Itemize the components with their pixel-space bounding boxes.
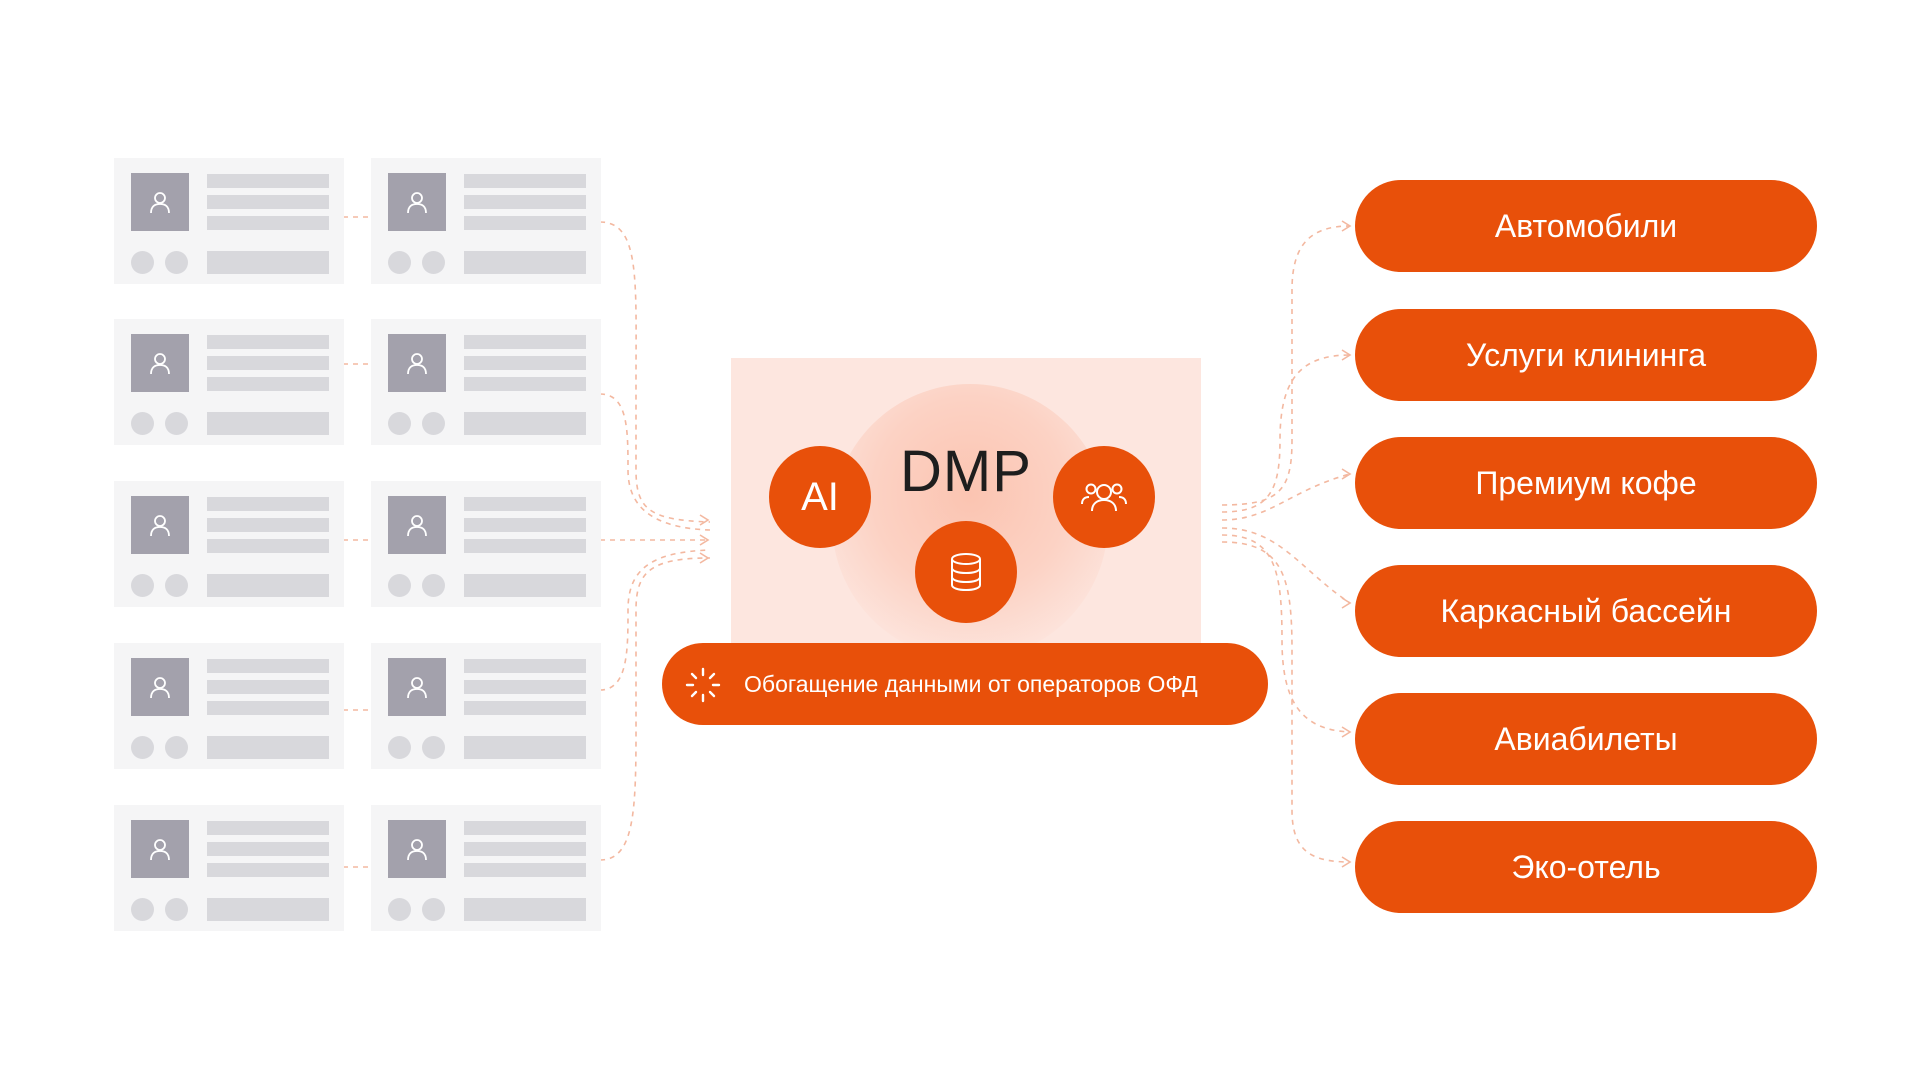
- placeholder-dot: [388, 574, 411, 597]
- user-icon: [131, 496, 189, 554]
- profile-card: [371, 643, 601, 769]
- placeholder-line: [464, 518, 586, 532]
- dmp-hub: DMP AI: [731, 358, 1201, 643]
- placeholder-line: [207, 335, 329, 349]
- placeholder-dot: [131, 251, 154, 274]
- placeholder-line: [464, 497, 586, 511]
- user-icon: [388, 820, 446, 878]
- placeholder-bar: [207, 412, 329, 435]
- profile-card: [114, 643, 344, 769]
- placeholder-line: [464, 842, 586, 856]
- placeholder-bar: [207, 574, 329, 597]
- placeholder-dot: [422, 574, 445, 597]
- placeholder-line: [207, 701, 329, 715]
- placeholder-dot: [131, 412, 154, 435]
- profile-card: [371, 319, 601, 445]
- placeholder-dot: [165, 898, 188, 921]
- placeholder-dot: [165, 251, 188, 274]
- placeholder-dot: [422, 412, 445, 435]
- placeholder-bar: [464, 898, 586, 921]
- placeholder-line: [464, 216, 586, 230]
- profile-card: [114, 481, 344, 607]
- user-icon: [131, 334, 189, 392]
- segment-pill: Каркасный бассейн: [1355, 565, 1817, 657]
- placeholder-line: [464, 821, 586, 835]
- profile-card: [371, 481, 601, 607]
- ai-label: AI: [801, 474, 839, 519]
- placeholder-bar: [207, 251, 329, 274]
- profile-card: [371, 805, 601, 931]
- placeholder-dot: [131, 736, 154, 759]
- user-icon: [388, 658, 446, 716]
- profile-card: [114, 158, 344, 284]
- placeholder-dot: [131, 898, 154, 921]
- segment-pill: Услуги клининга: [1355, 309, 1817, 401]
- placeholder-dot: [388, 736, 411, 759]
- profile-card: [114, 319, 344, 445]
- placeholder-dot: [422, 736, 445, 759]
- placeholder-dot: [388, 898, 411, 921]
- placeholder-bar: [207, 898, 329, 921]
- placeholder-line: [464, 174, 586, 188]
- enrichment-banner: Обогащение данными от операторов ОФД: [662, 643, 1268, 725]
- placeholder-line: [207, 518, 329, 532]
- placeholder-line: [207, 680, 329, 694]
- hub-title: DMP: [900, 439, 1032, 504]
- placeholder-line: [464, 659, 586, 673]
- placeholder-bar: [464, 412, 586, 435]
- placeholder-dot: [388, 412, 411, 435]
- placeholder-line: [207, 356, 329, 370]
- placeholder-line: [207, 195, 329, 209]
- user-icon: [388, 173, 446, 231]
- placeholder-bar: [207, 736, 329, 759]
- placeholder-dot: [165, 412, 188, 435]
- profile-card: [114, 805, 344, 931]
- ai-badge: AI: [769, 446, 871, 548]
- segment-pill: Премиум кофе: [1355, 437, 1817, 529]
- people-group-icon: [1053, 446, 1155, 548]
- segment-pill: Автомобили: [1355, 180, 1817, 272]
- placeholder-line: [207, 842, 329, 856]
- placeholder-dot: [388, 251, 411, 274]
- enrichment-label: Обогащение данными от операторов ОФД: [744, 671, 1198, 697]
- placeholder-line: [207, 863, 329, 877]
- placeholder-line: [464, 377, 586, 391]
- placeholder-line: [464, 701, 586, 715]
- placeholder-dot: [422, 251, 445, 274]
- user-icon: [131, 658, 189, 716]
- placeholder-dot: [165, 574, 188, 597]
- placeholder-line: [207, 216, 329, 230]
- loading-spinner-icon: [685, 667, 721, 703]
- user-icon: [388, 496, 446, 554]
- segment-pill: Авиабилеты: [1355, 693, 1817, 785]
- placeholder-line: [207, 539, 329, 553]
- placeholder-line: [207, 497, 329, 511]
- placeholder-bar: [464, 574, 586, 597]
- placeholder-line: [464, 863, 586, 877]
- user-icon: [131, 820, 189, 878]
- placeholder-dot: [422, 898, 445, 921]
- placeholder-line: [207, 174, 329, 188]
- profile-card: [371, 158, 601, 284]
- user-icon: [131, 173, 189, 231]
- database-icon: [915, 521, 1017, 623]
- placeholder-line: [207, 377, 329, 391]
- placeholder-line: [464, 680, 586, 694]
- user-icon: [388, 334, 446, 392]
- placeholder-line: [464, 356, 586, 370]
- placeholder-bar: [464, 736, 586, 759]
- placeholder-line: [207, 821, 329, 835]
- placeholder-line: [207, 659, 329, 673]
- placeholder-bar: [464, 251, 586, 274]
- placeholder-line: [464, 539, 586, 553]
- placeholder-line: [464, 335, 586, 349]
- placeholder-dot: [165, 736, 188, 759]
- placeholder-dot: [131, 574, 154, 597]
- segment-pill: Эко-отель: [1355, 821, 1817, 913]
- placeholder-line: [464, 195, 586, 209]
